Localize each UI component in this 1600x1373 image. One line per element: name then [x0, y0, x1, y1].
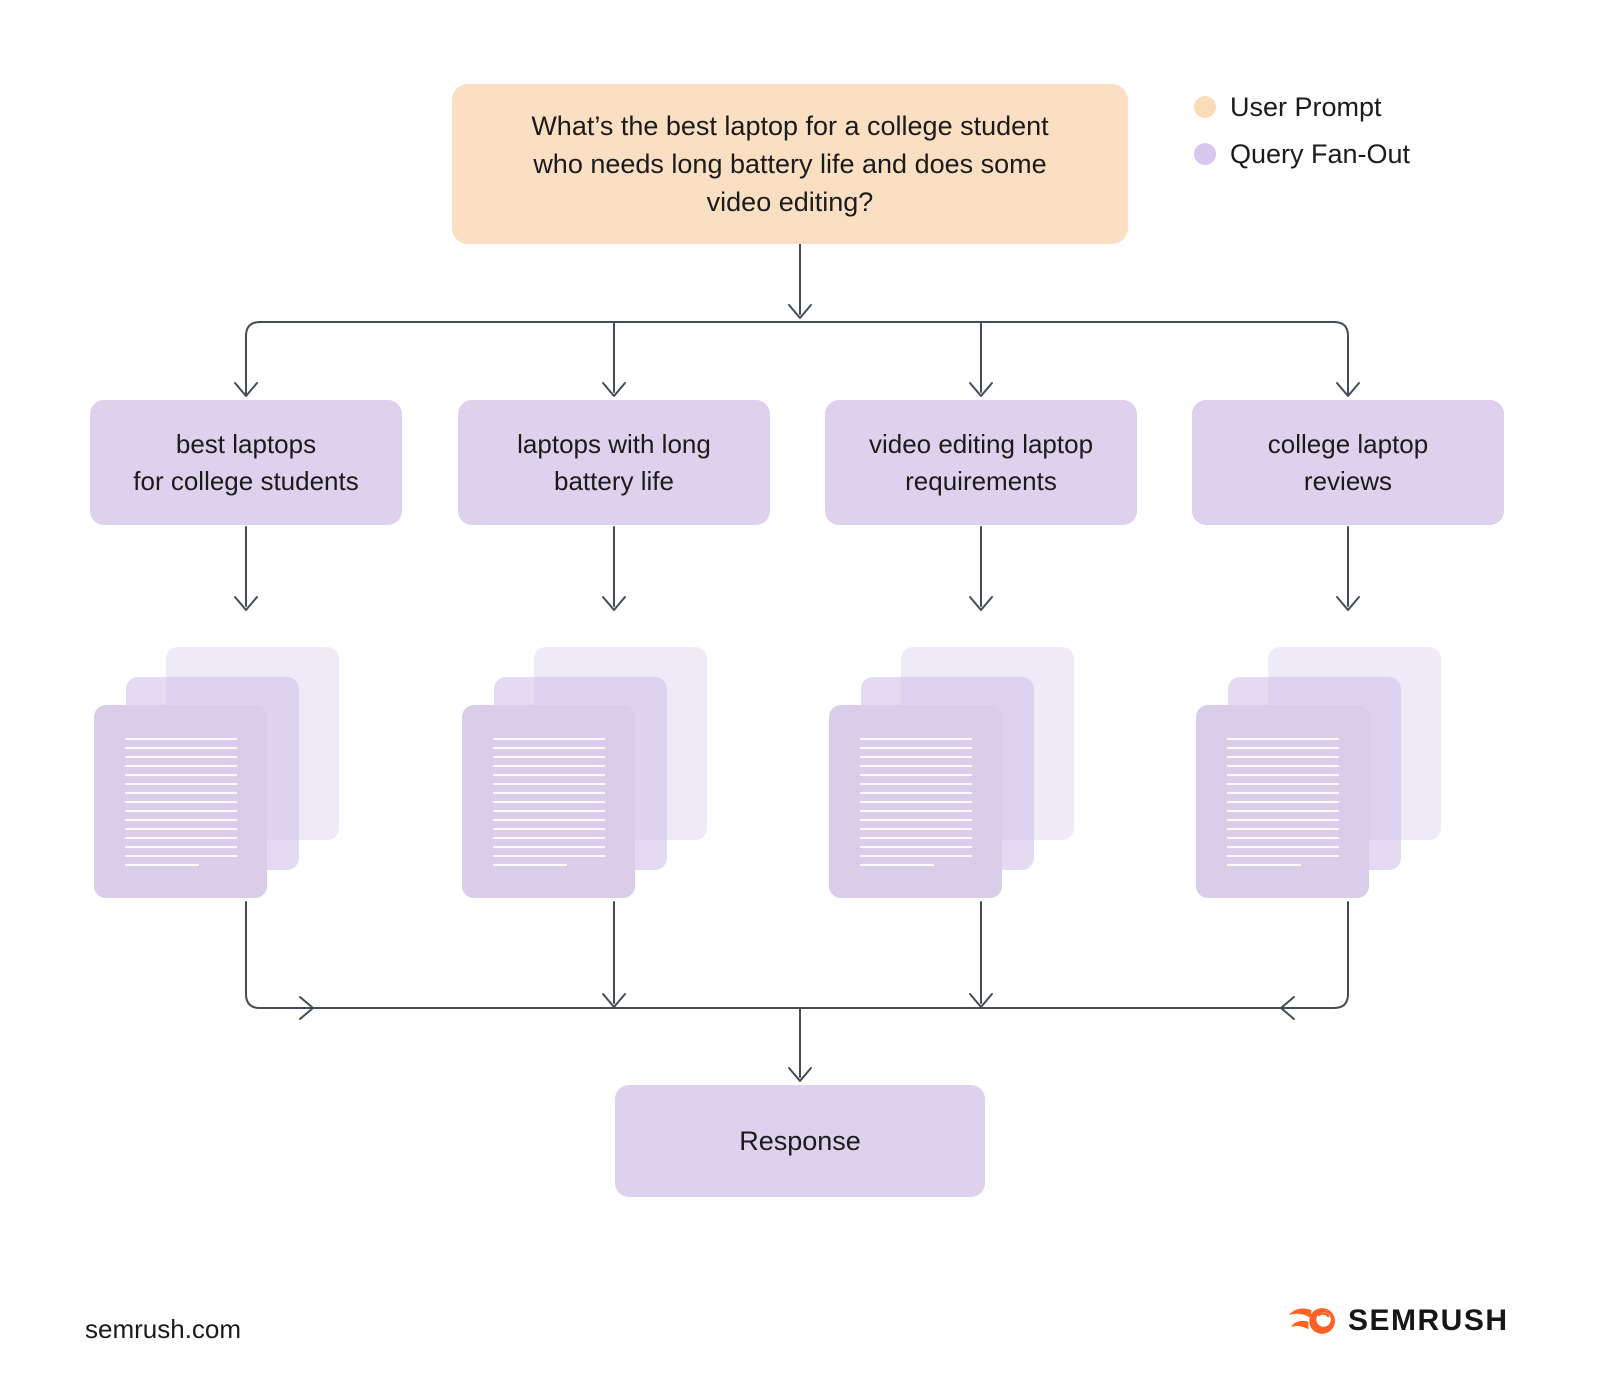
document-text-lines: [125, 738, 237, 859]
legend-label-user-prompt: User Prompt: [1230, 91, 1382, 122]
document-text-lines: [1227, 738, 1339, 859]
query-fanout-dot: [1194, 143, 1216, 165]
site-url: semrush.com: [85, 1314, 242, 1344]
response-box: Response: [615, 1085, 985, 1197]
user-prompt-dot: [1194, 96, 1216, 118]
user-prompt-box: What’s the best laptop for a college stu…: [452, 84, 1128, 244]
prompt-to-fanout-arrow: [788, 242, 812, 319]
query-box-best-laptops: best laptops for college students: [90, 400, 402, 525]
document-text-lines: [493, 738, 605, 859]
document-text-line: [860, 864, 934, 866]
document-text-line: [125, 864, 199, 866]
document-text-line: [493, 864, 567, 866]
query-box-college-reviews: college laptop reviews: [1192, 400, 1504, 525]
legend-item-query-fanout: Query Fan-Out: [1194, 139, 1410, 169]
document-icon: [829, 705, 1002, 898]
query-to-docs-arrows: [234, 526, 1360, 611]
document-icon: [1196, 705, 1369, 898]
document-text-line: [1227, 864, 1301, 866]
legend-item-user-prompt: User Prompt: [1194, 92, 1410, 122]
document-icon: [462, 705, 635, 898]
query-box-video-editing: video editing laptop requirements: [825, 400, 1137, 525]
merge-to-response-arrow: [788, 1007, 812, 1082]
document-icon: [94, 705, 267, 898]
document-text-lines: [860, 738, 972, 859]
docs-merge-arrows: [245, 901, 1349, 1020]
legend-label-query-fanout: Query Fan-Out: [1230, 138, 1411, 169]
semrush-logo-icon: [1288, 1308, 1335, 1334]
semrush-logo: SEMRUSH: [1288, 1303, 1509, 1339]
fanout-branch-arrows: [234, 321, 1360, 397]
connector-group: [234, 242, 1360, 1082]
legend: User Prompt Query Fan-Out: [1194, 92, 1410, 186]
query-box-long-battery: laptops with long battery life: [458, 400, 770, 525]
semrush-logo-text: SEMRUSH: [1348, 1304, 1509, 1337]
